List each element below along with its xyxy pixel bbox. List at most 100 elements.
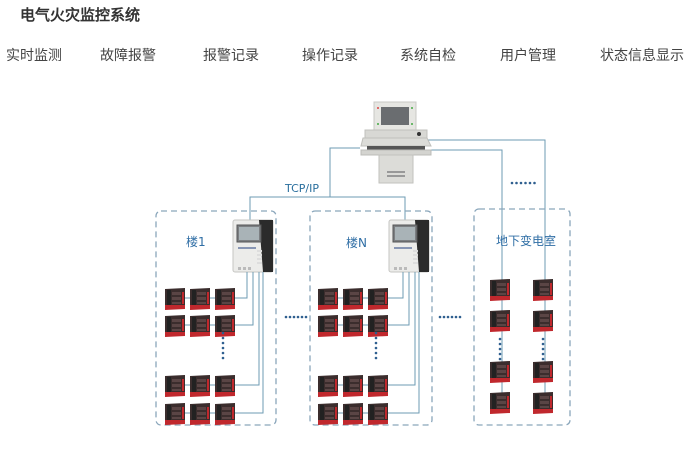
building-n-detector-module bbox=[343, 288, 363, 310]
dot bbox=[374, 351, 378, 355]
building-1-detector-module bbox=[165, 375, 185, 397]
dot bbox=[374, 341, 378, 345]
building-1-detector-module bbox=[190, 375, 210, 397]
building-1-detector-module bbox=[190, 403, 210, 425]
dot bbox=[374, 346, 378, 350]
dot bbox=[374, 336, 378, 340]
building-1-detector-module bbox=[165, 288, 185, 310]
dot bbox=[498, 357, 502, 361]
dot bbox=[498, 352, 502, 356]
building-1-detector-module bbox=[215, 288, 235, 310]
dot bbox=[458, 315, 462, 319]
dot bbox=[515, 181, 518, 185]
dot bbox=[374, 356, 378, 360]
dot bbox=[221, 356, 225, 360]
building-n-bus-line bbox=[388, 272, 410, 326]
building-n-controller bbox=[388, 219, 430, 273]
building-1-controller bbox=[232, 219, 274, 273]
ellipsis-before-substation bbox=[438, 315, 462, 319]
substation-detector-module-a bbox=[490, 361, 510, 383]
building-1-bus-line bbox=[235, 272, 260, 386]
nav-item-realtime-monitor[interactable]: 实时监测 bbox=[6, 48, 62, 64]
dot bbox=[541, 352, 545, 356]
building-1-bus-line bbox=[235, 272, 264, 414]
ellipsis-between-buildings bbox=[284, 315, 308, 319]
dot bbox=[296, 315, 300, 319]
network-link-substation-b bbox=[420, 139, 546, 410]
dot bbox=[221, 351, 225, 355]
dot bbox=[446, 315, 450, 319]
dot bbox=[498, 337, 502, 341]
building-1-more-modules-ellipsis bbox=[221, 331, 225, 360]
nav-item-status-info[interactable]: 状态信息显示 bbox=[600, 48, 684, 64]
building-1-detector-module bbox=[190, 288, 210, 310]
dot bbox=[541, 342, 545, 346]
dot bbox=[519, 181, 523, 185]
substation-detector-module-a bbox=[490, 392, 510, 414]
building-1-detector-module bbox=[215, 403, 235, 425]
substation-detector-module-b bbox=[533, 392, 553, 414]
building-n-detector-module bbox=[318, 403, 338, 425]
building-n-detector-module bbox=[368, 315, 388, 337]
zone-substation bbox=[473, 208, 571, 426]
dot bbox=[533, 181, 536, 185]
zone-label-building-1: 楼1 bbox=[186, 234, 206, 249]
zone-building-1 bbox=[155, 210, 277, 426]
monitoring-host-workstation bbox=[360, 101, 432, 184]
building-n-bus-line bbox=[388, 272, 420, 414]
building-1-detector-module bbox=[215, 375, 235, 397]
building-n-detector-module bbox=[368, 403, 388, 425]
building-1-detector-module bbox=[165, 315, 185, 337]
zone-building-n bbox=[309, 210, 433, 426]
zone-label-substation: 地下变电室 bbox=[496, 233, 556, 248]
dot bbox=[450, 315, 454, 319]
dot bbox=[528, 181, 532, 185]
building-n-detector-module bbox=[343, 403, 363, 425]
network-protocol-label: TCP/IP bbox=[284, 182, 319, 195]
nav-item-user-management[interactable]: 用户管理 bbox=[500, 48, 556, 64]
dot bbox=[374, 331, 378, 335]
dot bbox=[221, 346, 225, 350]
building-n-bus-line bbox=[388, 272, 416, 386]
dot bbox=[288, 315, 292, 319]
dot bbox=[498, 347, 502, 351]
building-1-bus-line bbox=[235, 272, 248, 299]
dot bbox=[221, 336, 225, 340]
substation-more-modules-ellipsis-b bbox=[541, 337, 545, 361]
substation-detector-module-b bbox=[533, 279, 553, 301]
dot bbox=[304, 315, 308, 319]
dot bbox=[541, 337, 545, 341]
building-n-detector-module bbox=[368, 288, 388, 310]
dot bbox=[300, 315, 304, 319]
page-title: 电气火灾监控系统 bbox=[20, 6, 141, 24]
building-n-more-modules-ellipsis bbox=[374, 331, 378, 360]
nav-item-fault-alarm[interactable]: 故障报警 bbox=[100, 48, 156, 64]
dot bbox=[442, 315, 446, 319]
dot bbox=[541, 347, 545, 351]
building-n-detector-module bbox=[343, 315, 363, 337]
dot bbox=[438, 315, 442, 319]
building-n-detector-module bbox=[368, 375, 388, 397]
nav-item-self-check[interactable]: 系统自检 bbox=[400, 48, 456, 64]
building-n-bus-line bbox=[388, 272, 404, 299]
building-n-detector-module bbox=[318, 288, 338, 310]
substation-detector-module-a bbox=[490, 310, 510, 332]
substation-detector-module-a bbox=[490, 279, 510, 301]
main-nav: 实时监测 故障报警 报警记录 操作记录 系统自检 用户管理 状态信息显示 bbox=[0, 45, 700, 65]
network-link-building-1 bbox=[249, 196, 330, 222]
substation-detector-module-b bbox=[533, 361, 553, 383]
dot bbox=[221, 341, 225, 345]
building-n-detector-module bbox=[318, 375, 338, 397]
more-connections-ellipsis bbox=[510, 181, 536, 185]
dot bbox=[221, 331, 225, 335]
substation-detector-module-b bbox=[533, 310, 553, 332]
dot bbox=[498, 342, 502, 346]
dot bbox=[292, 315, 296, 319]
dot bbox=[541, 357, 545, 361]
building-1-detector-module bbox=[215, 315, 235, 337]
zone-label-building-n: 楼N bbox=[346, 235, 367, 250]
nav-item-operation-records[interactable]: 操作记录 bbox=[302, 48, 358, 64]
building-n-detector-module bbox=[343, 375, 363, 397]
nav-item-alarm-records[interactable]: 报警记录 bbox=[203, 48, 259, 64]
